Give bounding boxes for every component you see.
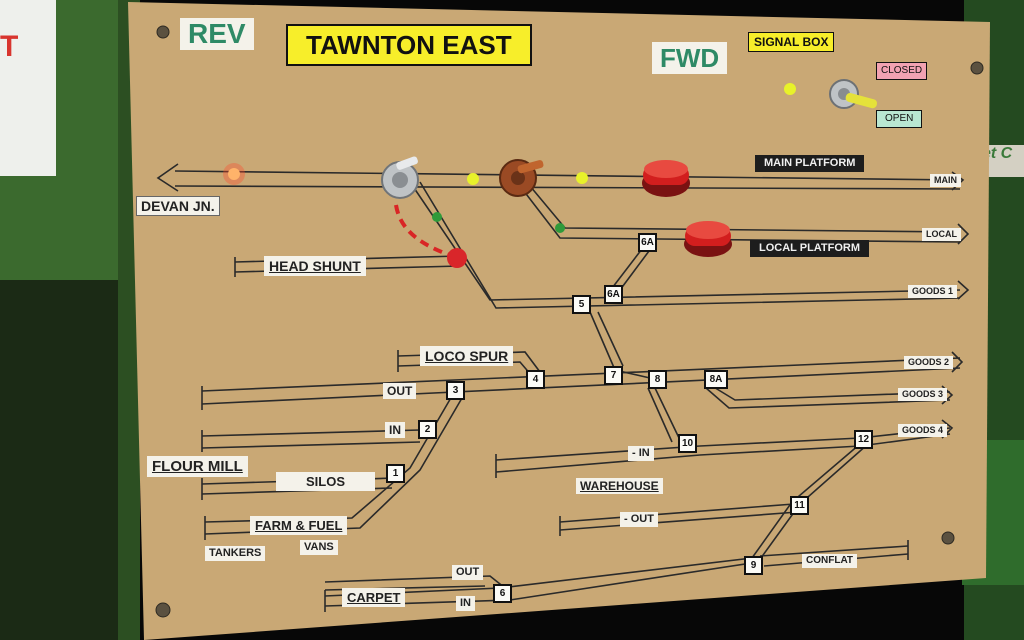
- goods-1-label: GOODS 1: [908, 285, 958, 298]
- wh-out-line-a: [559, 511, 799, 531]
- screw-top-right: [970, 61, 984, 75]
- carpet-label: CARPET: [342, 588, 406, 607]
- loco-spur-label: LOCO SPUR: [420, 346, 514, 366]
- point-6: 6: [493, 584, 512, 603]
- point-11: 11: [790, 496, 809, 515]
- yellow-led-signal-box: [784, 83, 796, 95]
- open-label: OPEN: [876, 110, 923, 128]
- point-1: 1: [386, 464, 405, 483]
- green-led-1: [432, 212, 442, 222]
- goods4-line-b: [495, 433, 951, 473]
- silos-label: SILOS: [276, 472, 376, 491]
- closed-label: CLOSED: [876, 62, 928, 80]
- paper-sign-left: T: [0, 0, 56, 176]
- main-platform-label: MAIN PLATFORM: [755, 155, 865, 172]
- devan-arrow: [156, 163, 179, 192]
- point-6a: 6A: [604, 285, 623, 304]
- warehouse-label: WAREHOUSE: [576, 478, 663, 494]
- link-5-7-b: [597, 311, 624, 367]
- wh-out-line-b: [559, 503, 795, 523]
- point-2: 2: [418, 420, 437, 439]
- red-led: [228, 168, 240, 180]
- point-8a: 8A: [704, 370, 728, 389]
- devan-jn-label: DEVAN JN.: [136, 196, 220, 216]
- in-line-a: [201, 429, 421, 437]
- goods3-line-a: [711, 385, 951, 401]
- goods-4-label: GOODS 4: [898, 424, 948, 437]
- goods2-line-a: [201, 357, 961, 392]
- vans-label: VANS: [300, 540, 338, 555]
- red-marker-dot: [447, 248, 467, 268]
- link-8-10-a: [654, 387, 681, 441]
- warehouse-out-label: - OUT: [620, 512, 658, 527]
- dark-cabinet-left: [0, 280, 130, 640]
- signal-box-label: SIGNAL BOX: [748, 32, 835, 52]
- in-line-b: [201, 441, 421, 449]
- main-line-a: [174, 170, 961, 181]
- goods2-arrow: [951, 351, 964, 373]
- out-label: OUT: [383, 383, 417, 399]
- toggle-switch-silver[interactable]: [381, 156, 419, 199]
- point-9: 9: [744, 556, 763, 575]
- conflat-label: CONFLAT: [802, 554, 858, 568]
- push-button-main[interactable]: [642, 160, 690, 197]
- goods1-arrow: [957, 280, 970, 300]
- push-button-local[interactable]: [684, 221, 732, 257]
- carpet-in-label: IN: [456, 596, 475, 611]
- goods2-line-b: [201, 367, 961, 405]
- warehouse-in-label: - IN: [628, 446, 654, 461]
- yellow-led-2: [576, 172, 588, 184]
- farm-fuel-label: FARM & FUEL: [250, 516, 348, 535]
- fwd-label: FWD: [652, 42, 728, 74]
- screw-bottom-right: [941, 531, 955, 545]
- goods-2-label: GOODS 2: [904, 356, 954, 369]
- carpet-out-label: OUT: [452, 565, 484, 580]
- sign-fragment: T: [0, 30, 19, 63]
- flour-mill-label: FLOUR MILL: [147, 456, 248, 477]
- point-6a-upper: 6A: [638, 233, 657, 252]
- in-label: IN: [385, 422, 405, 438]
- link-8-10-b: [647, 387, 673, 443]
- goods3-line-b: [705, 387, 951, 409]
- toggle-switch-brown[interactable]: [499, 159, 544, 197]
- point-10: 10: [678, 434, 697, 453]
- screw-bottom-left: [155, 602, 171, 618]
- tankers-label: TANKERS: [205, 546, 266, 561]
- conflat-line-a: [759, 545, 909, 557]
- point-12: 12: [854, 430, 873, 449]
- local-label: LOCAL: [922, 228, 961, 241]
- signal-box-toggle[interactable]: [829, 79, 878, 109]
- point-3: 3: [446, 381, 465, 400]
- screw-top-left: [156, 25, 170, 39]
- yellow-led-1: [467, 173, 479, 185]
- goods-3-label: GOODS 3: [898, 388, 948, 401]
- point-4: 4: [526, 370, 545, 389]
- point-7: 7: [604, 366, 623, 385]
- local-arrow: [957, 223, 970, 245]
- green-led-2: [555, 223, 565, 233]
- point-8: 8: [648, 370, 667, 389]
- local-platform-label: LOCAL PLATFORM: [750, 240, 870, 257]
- goods1-line-b: [419, 181, 961, 309]
- rev-label: REV: [180, 18, 254, 50]
- main-line-b: [174, 185, 961, 190]
- station-title: TAWNTON EAST: [286, 24, 532, 66]
- card-fragment: et C: [982, 145, 1013, 162]
- point-5: 5: [572, 295, 591, 314]
- main-label: MAIN: [930, 174, 961, 187]
- dashed-red-link: [394, 204, 456, 259]
- head-shunt-label: HEAD SHUNT: [264, 256, 366, 276]
